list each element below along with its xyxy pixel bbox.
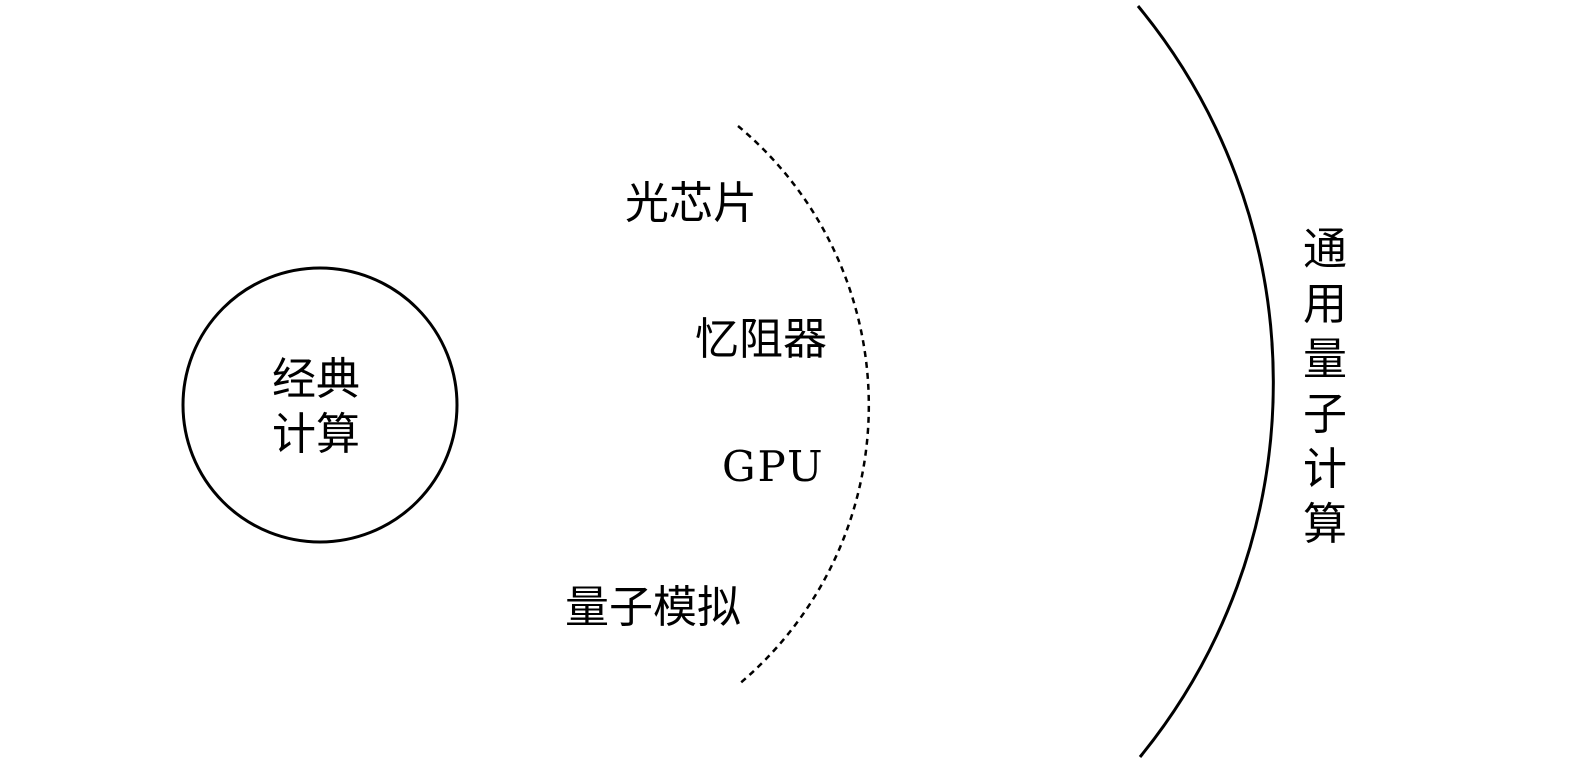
label-gpu: GPU [722,442,825,491]
char: 算 [1303,499,1347,550]
char: 用 [1303,279,1347,330]
classical-label-line1: 经典 [272,354,360,405]
char: 子 [1303,389,1347,440]
char: 通 [1303,224,1347,275]
label-photonic-chip: 光芯片 [625,178,757,229]
label-quantum-simulation: 量子模拟 [565,582,741,633]
quantum-boundary-arc [1136,5,1275,758]
classical-computing-circle [181,266,459,544]
intermediate-dashed-arc [737,125,870,686]
char: 计 [1303,444,1347,495]
universal-quantum-computing-label: 通 用 量 子 计 算 [1300,222,1350,552]
classical-label-line2: 计算 [272,409,360,460]
char: 量 [1303,334,1347,385]
label-memristor: 忆阻器 [695,314,827,365]
